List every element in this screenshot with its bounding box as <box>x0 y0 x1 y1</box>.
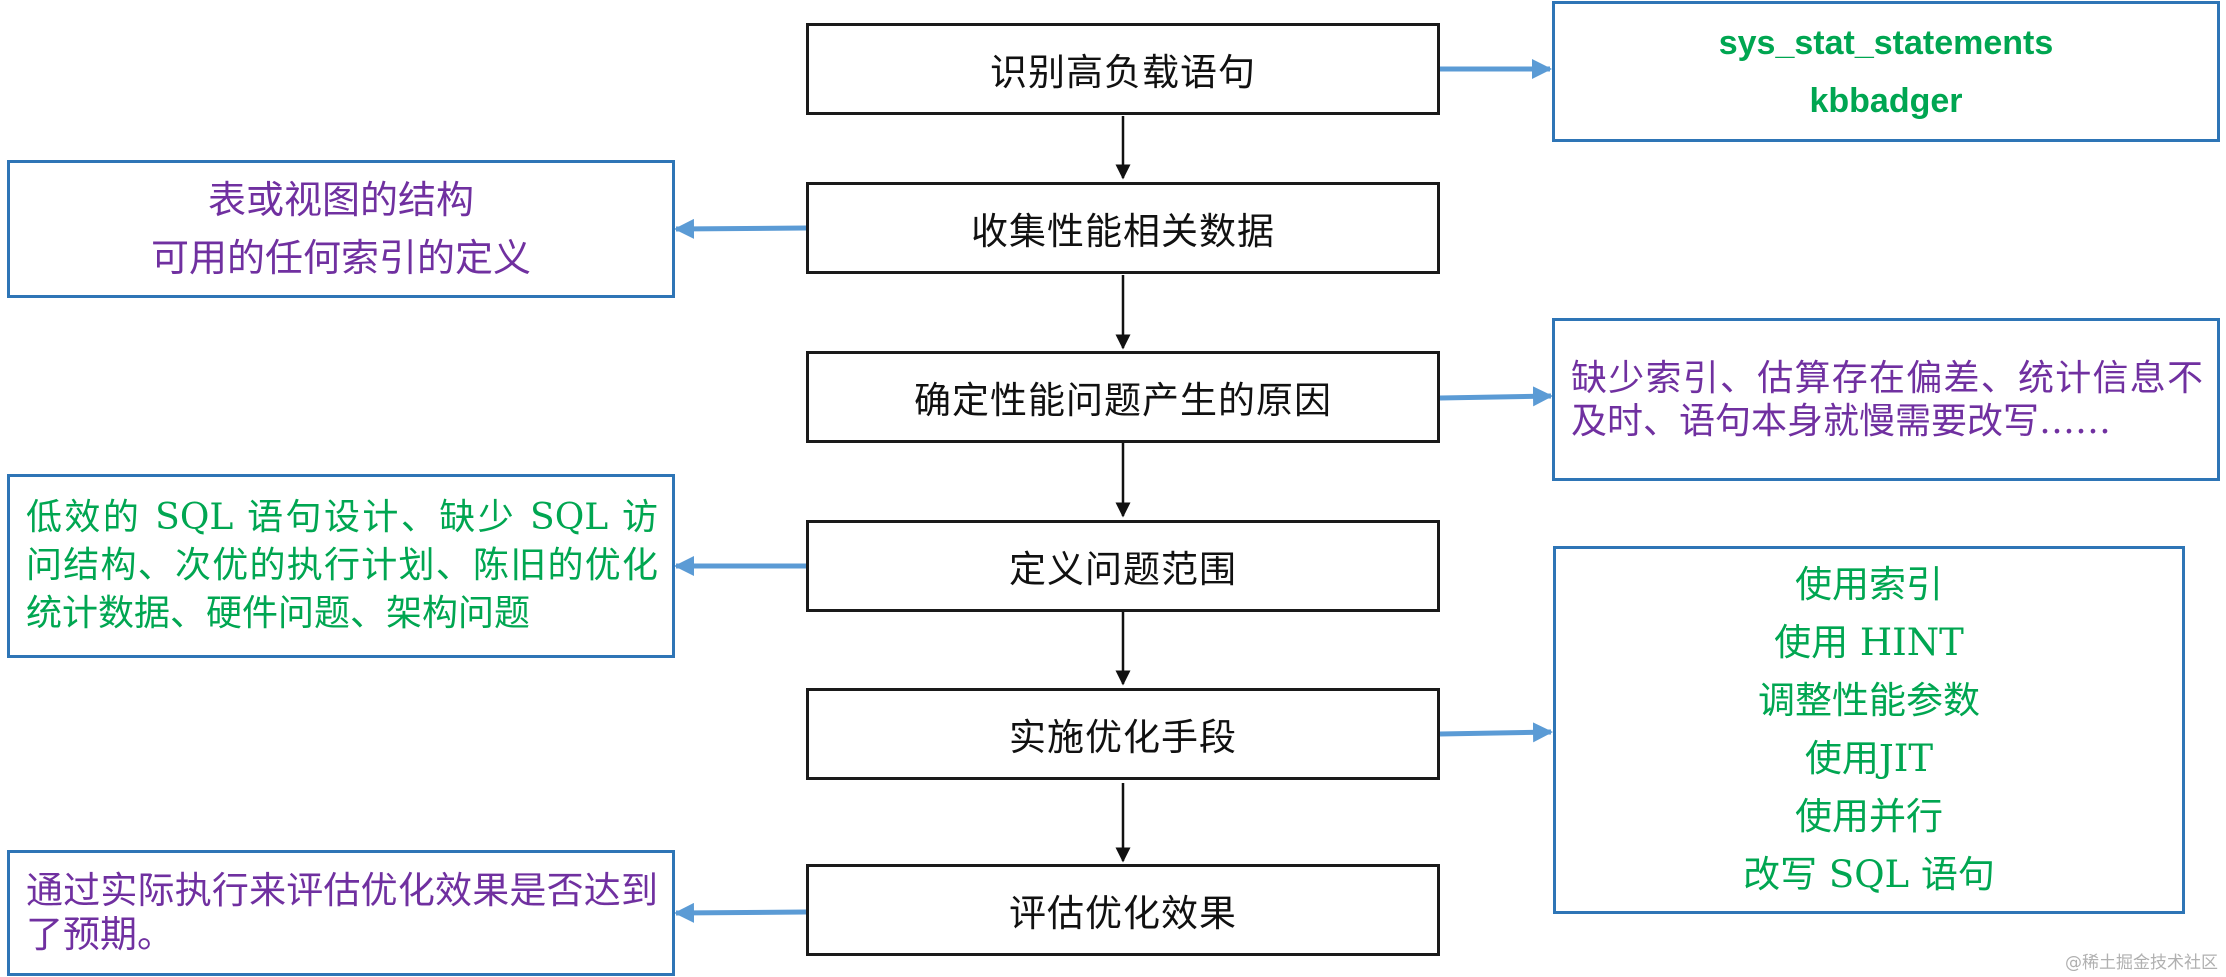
arrow-to-causes <box>1439 386 1553 407</box>
note-collect: 表或视图的结构 可用的任何索引的定义 <box>7 160 675 298</box>
note-line: 可用的任何索引的定义 <box>150 236 531 280</box>
step-label: 收集性能相关数据 <box>971 210 1275 253</box>
note-text: 低效的 SQL 语句设计、缺少 SQL 访问结构、次优的执行计划、陈旧的优化统计… <box>26 497 658 634</box>
note-line: 改写 SQL 语句 <box>1743 853 1995 896</box>
step-collect: 收集性能相关数据 <box>806 182 1440 274</box>
arrow-to-methods <box>1439 722 1553 743</box>
note-scope: 低效的 SQL 语句设计、缺少 SQL 访问结构、次优的执行计划、陈旧的优化统计… <box>7 474 675 658</box>
note-line: 使用并行 <box>1795 795 1943 838</box>
note-arrows <box>674 59 1553 923</box>
step-identify: 识别高负载语句 <box>806 23 1440 115</box>
note-methods: 使用索引 使用 HINT 调整性能参数 使用JIT 使用并行 改写 SQL 语句 <box>1553 546 2185 914</box>
note-line: 调整性能参数 <box>1758 679 1980 722</box>
step-label: 实施优化手段 <box>1009 716 1237 759</box>
step-label: 识别高负载语句 <box>990 51 1256 94</box>
note-line: 使用 HINT <box>1774 621 1964 664</box>
step-evaluate: 评估优化效果 <box>806 864 1440 956</box>
note-line: 使用索引 <box>1795 563 1943 606</box>
note-tools: sys_stat_statements kbbadger <box>1552 1 2220 142</box>
note-text: 通过实际执行来评估优化效果是否达到了预期。 <box>26 869 658 956</box>
note-line: 使用JIT <box>1804 737 1934 780</box>
note-line: kbbadger <box>1809 81 1963 120</box>
note-causes: 缺少索引、估算存在偏差、统计信息不及时、语句本身就慢需要改写…… <box>1552 318 2220 481</box>
note-line: sys_stat_statements <box>1718 23 2054 62</box>
step-label: 评估优化效果 <box>1009 892 1237 935</box>
note-text: 缺少索引、估算存在偏差、统计信息不及时、语句本身就慢需要改写…… <box>1571 357 2203 442</box>
watermark: @稀土掘金技术社区 <box>2065 953 2218 973</box>
note-evaluate: 通过实际执行来评估优化效果是否达到了预期。 <box>7 850 675 976</box>
arrow-to-evaluate <box>674 902 807 923</box>
step-label: 定义问题范围 <box>1009 548 1237 591</box>
step-scope: 定义问题范围 <box>806 520 1440 612</box>
note-line: 表或视图的结构 <box>207 178 474 222</box>
arrow-to-collect <box>674 218 807 239</box>
step-optimize: 实施优化手段 <box>806 688 1440 780</box>
step-label: 确定性能问题产生的原因 <box>914 379 1332 422</box>
step-diagnose: 确定性能问题产生的原因 <box>806 351 1440 443</box>
